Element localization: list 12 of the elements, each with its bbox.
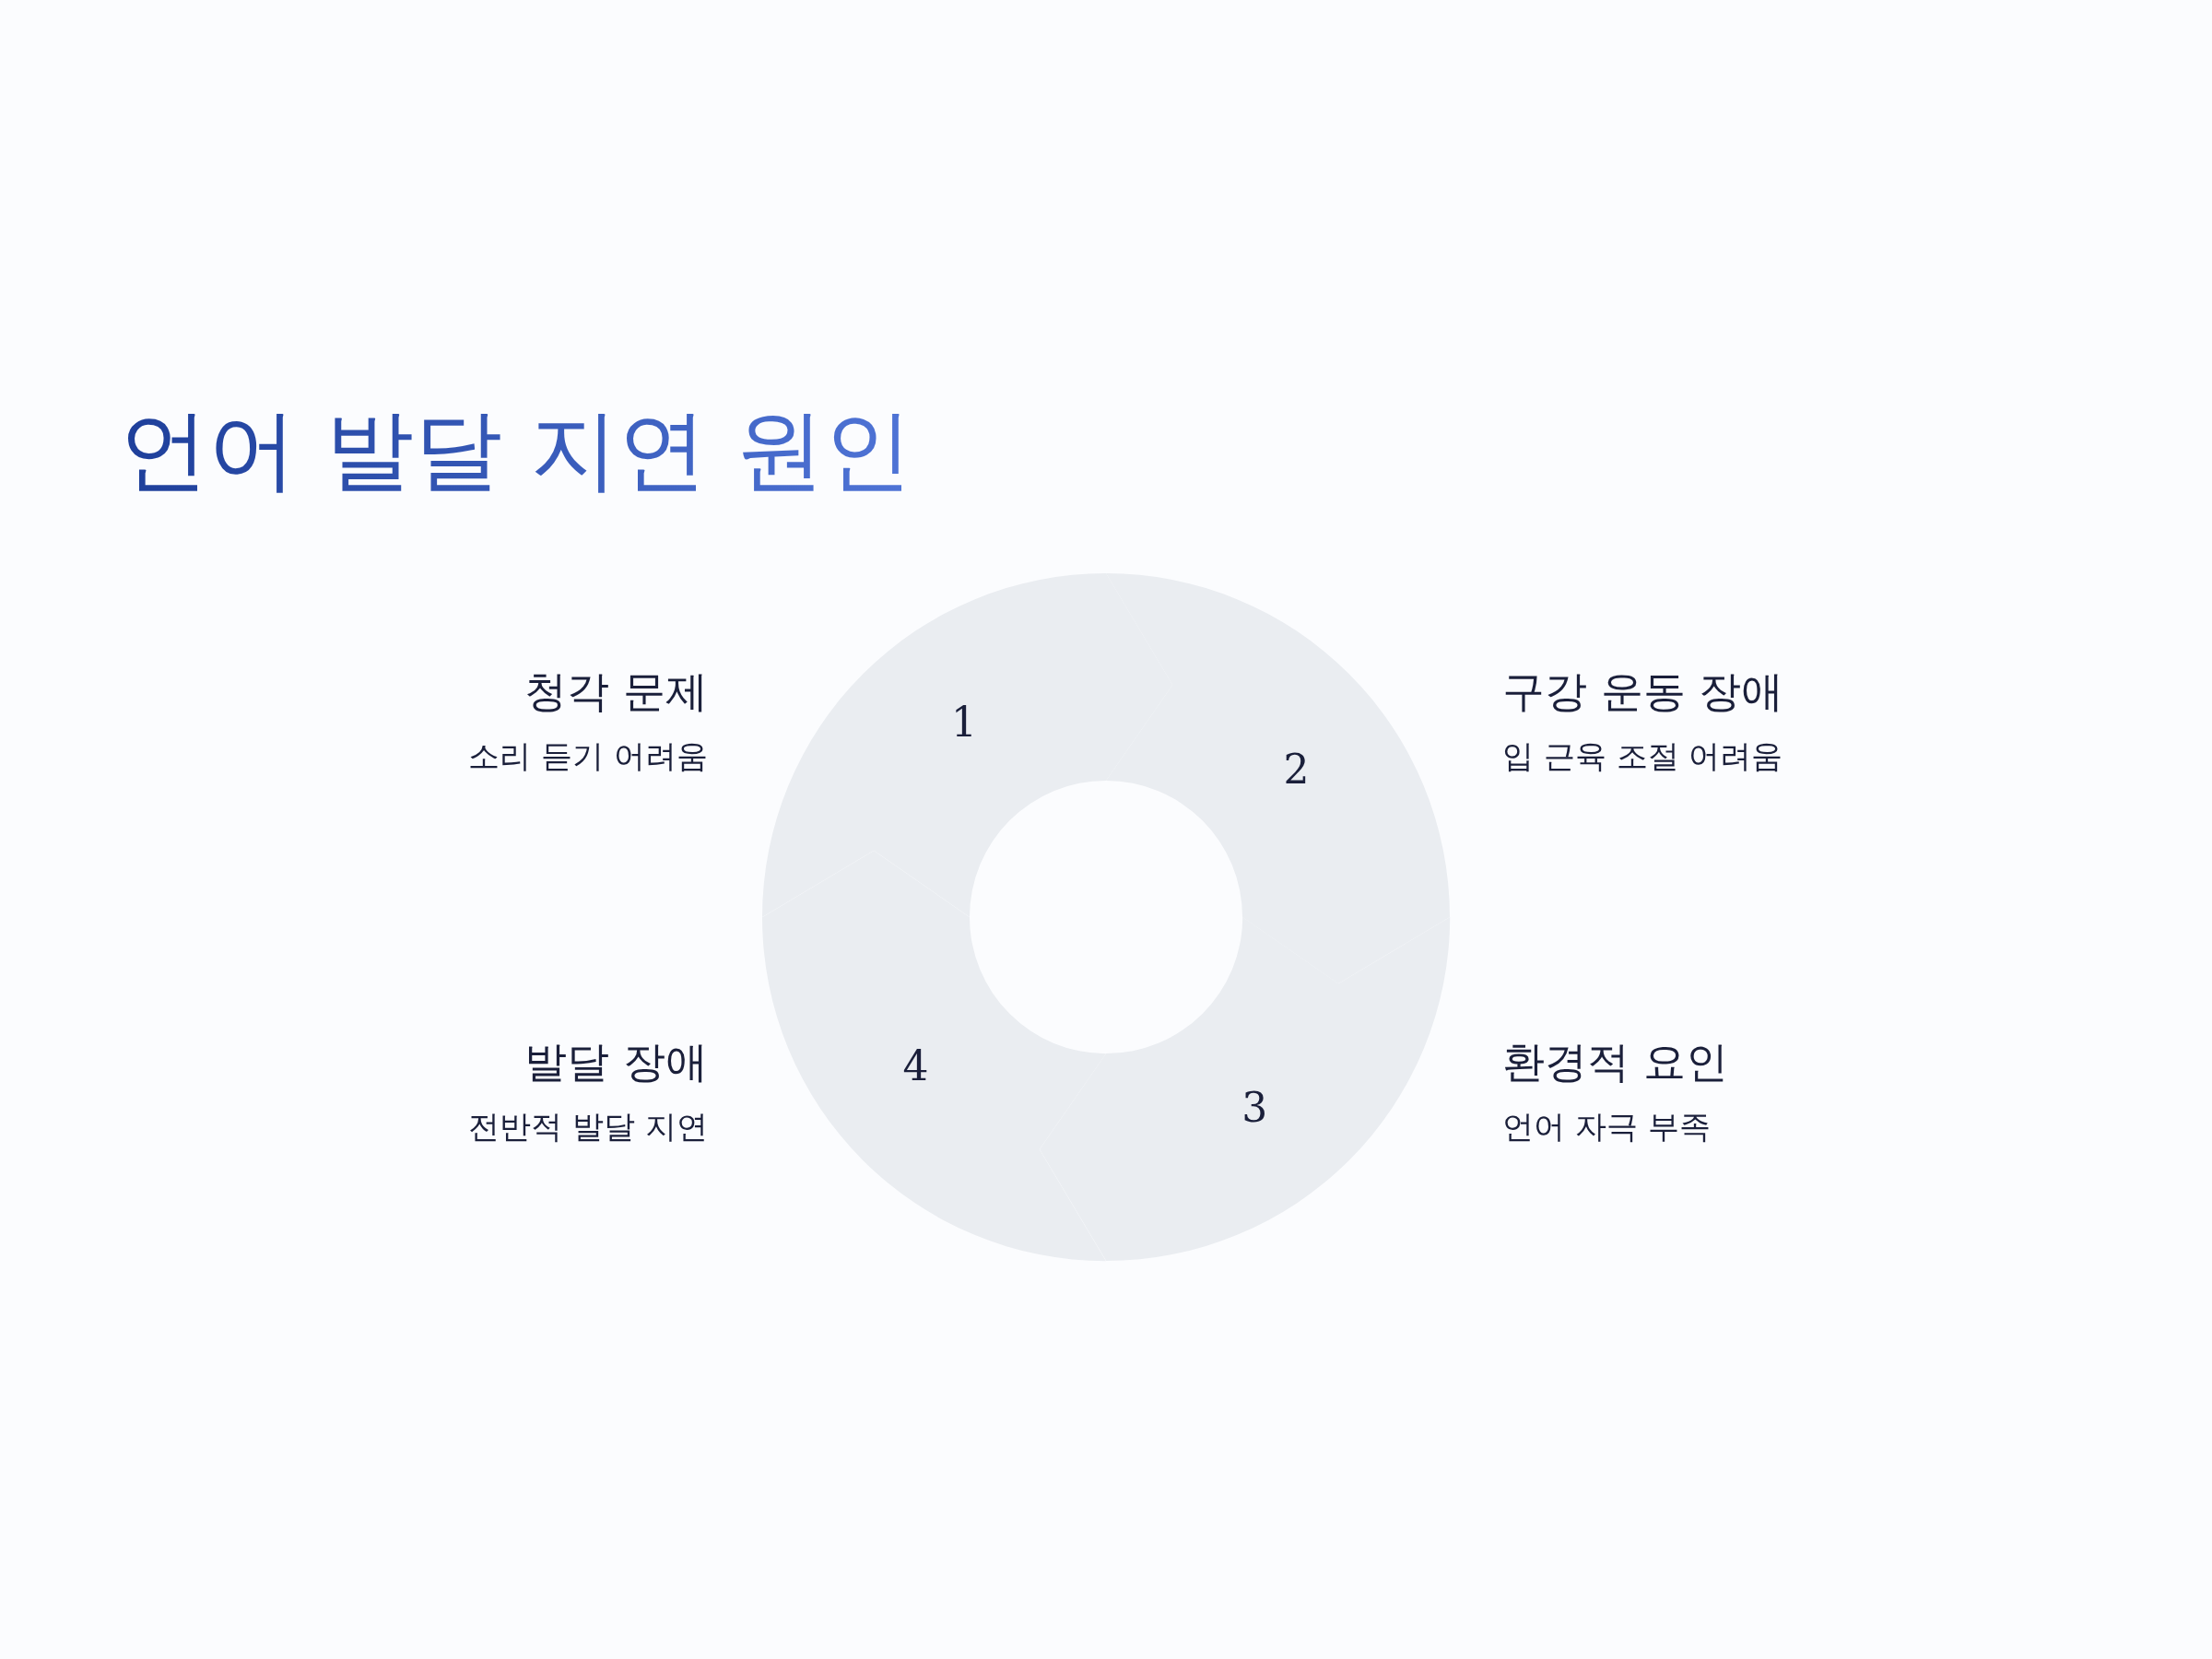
cause-description: 언어 자극 부족 [1502,1107,1711,1147]
step-number: 4 [902,1041,929,1089]
cause-heading: 구강 운동 장애 [1502,665,1784,718]
cause-heading: 청각 문제 [524,665,708,718]
step-number: 3 [1241,1083,1268,1131]
cause-description: 전반적 발달 지연 [468,1107,708,1147]
cause-heading: 환경적 요인 [1502,1036,1728,1088]
cause-description: 입 근육 조절 어려움 [1502,736,1783,776]
step-number: 2 [1283,745,1310,793]
cause-description: 소리 듣기 어려움 [468,736,708,776]
cause-heading: 발달 장애 [524,1036,708,1088]
step-number: 1 [951,698,977,746]
